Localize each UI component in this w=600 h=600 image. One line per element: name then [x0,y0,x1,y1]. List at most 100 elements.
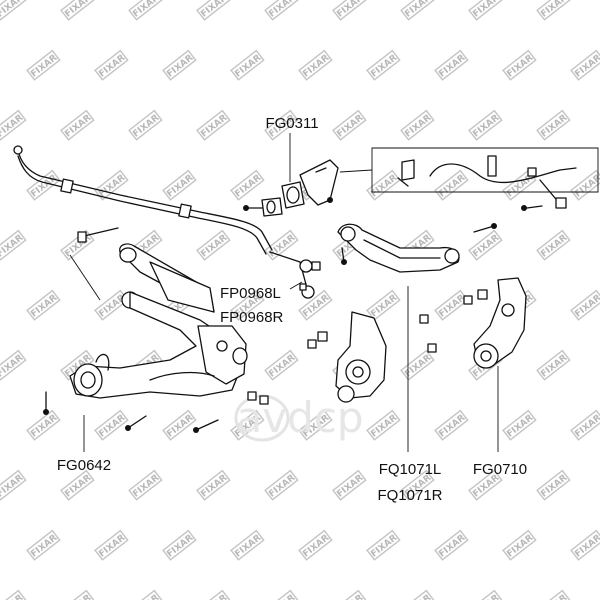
watermark-text: FIXAR [267,0,297,20]
watermark-tile: FIXAR [434,49,469,81]
watermark-text: FIXAR [403,0,433,20]
watermark-text: FIXAR [471,0,501,20]
watermark-tile: FIXAR [570,409,600,441]
watermark-tile: FIXAR [26,409,61,441]
watermark-tile: FIXAR [332,589,367,600]
label-fg0642: FG0642 [57,457,111,474]
watermark-tile: FIXAR [536,0,571,21]
watermark-text: FIXAR [0,113,25,140]
watermark-tile: FIXAR [366,289,401,321]
watermark-tile: FIXAR [0,589,27,600]
watermark-tile: FIXAR [230,169,265,201]
watermark-tile: FIXAR [264,469,299,501]
stabilizer-bar [13,145,273,255]
watermark-tile: FIXAR [0,109,27,141]
watermark-tile: FIXAR [60,109,95,141]
watermark-tile: FIXAR [366,49,401,81]
watermark-tile: FIXAR [162,529,197,561]
watermark-tile: FIXAR [196,469,231,501]
watermark-tile: FIXAR [94,529,129,561]
watermark-tile: FIXAR [128,469,163,501]
watermark-tile: FIXAR [0,469,27,501]
watermark-tile: FIXAR [128,109,163,141]
watermark-tile: FIXAR [264,349,299,381]
watermark-tile: FIXAR [536,229,571,261]
watermark-tile: FIXAR [196,0,231,21]
watermark-tile: FIXAR [536,589,571,600]
watermark-tile: FIXAR [570,289,600,321]
label-fq1071l: FQ1071L [379,461,442,478]
label-fg0311: FG0311 [265,115,318,132]
watermark-text: FIXAR [131,0,161,20]
watermark-tile: FIXAR [60,469,95,501]
watermark-tile: FIXAR [468,109,503,141]
watermark-tile: FIXAR [468,229,503,261]
watermark-tile: FIXAR [0,229,27,261]
watermark-tile: FIXAR [230,49,265,81]
watermark-tile: FIXAR [26,49,61,81]
watermark-tile: FIXAR [400,589,435,600]
watermark-tile: FIXAR [298,529,333,561]
watermark-tile: FIXAR [400,349,435,381]
watermark-tile: FIXAR [60,589,95,600]
stabilizer-link [269,251,321,299]
watermark-tile: FIXAR [400,109,435,141]
watermark-tile: FIXAR [434,529,469,561]
watermark-tile: FIXAR [128,0,163,21]
watermark-tile: FIXAR [60,0,95,21]
label-fp0968r: FP0968R [220,309,284,326]
watermark-tile: FIXAR [468,589,503,600]
watermark-tile: FIXAR [196,109,231,141]
label-fg0710: FG0710 [473,461,527,478]
watermark-tile: FIXAR [230,529,265,561]
watermark-text: FIXAR [0,473,25,500]
watermark-tile: FIXAR [162,49,197,81]
watermark-tile: FIXAR [502,409,537,441]
watermark-tile: FIXAR [298,49,333,81]
watermark-text: FIXAR [335,0,365,20]
watermark-tile: FIXAR [434,409,469,441]
watermark-tile: FIXAR [264,0,299,21]
watermark-tile: FIXAR [0,0,27,21]
watermark-tile: FIXAR [366,529,401,561]
label-fp0968l: FP0968L [220,285,281,302]
watermark-tile: FIXAR [434,289,469,321]
watermark-tile: FIXAR [536,109,571,141]
steering-knuckle-left [307,311,437,403]
watermark-tile: FIXAR [196,229,231,261]
watermark-tile: FIXAR [264,589,299,600]
watermark-tile: FIXAR [162,409,197,441]
watermark-tile: FIXAR [162,169,197,201]
watermark-text: FIXAR [63,0,93,20]
watermark-tile: FIXAR [0,349,27,381]
watermark-tile: FIXAR [502,49,537,81]
upper-trailing-arm [77,227,215,313]
watermark-tile: FIXAR [570,529,600,561]
watermark-tile: FIXAR [570,49,600,81]
watermark-tile: FIXAR [196,589,231,600]
watermark-tile: FIXAR [400,0,435,21]
watermark-tile: FIXAR [128,589,163,600]
watermark-text: FIXAR [0,233,25,260]
watermark-tile: FIXAR [434,169,469,201]
watermark-tile: FIXAR [332,0,367,21]
watermark-tile: FIXAR [536,469,571,501]
watermark-tile: FIXAR [332,109,367,141]
steering-knuckle-right [463,277,527,369]
lower-control-arm [43,291,269,433]
stabilizer-bushing-bracket [243,159,339,217]
watermark-tile: FIXAR [570,169,600,201]
label-fq1071r: FQ1071R [377,487,442,504]
watermark-tile: FIXAR [26,289,61,321]
leader-lines [69,133,499,452]
watermark-tile: FIXAR [94,409,129,441]
watermark-text: FIXAR [539,0,569,20]
watermark-text: FIXAR [199,0,229,20]
watermark-tile: FIXAR [26,529,61,561]
watermark-tile: FIXAR [94,49,129,81]
watermark-tile: FIXAR [536,349,571,381]
upper-camber-arm [337,223,497,273]
watermark-tile: FIXAR [366,409,401,441]
